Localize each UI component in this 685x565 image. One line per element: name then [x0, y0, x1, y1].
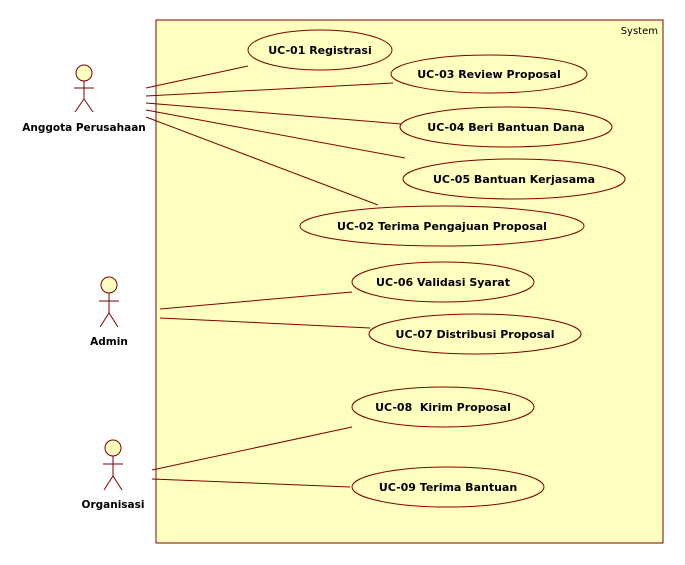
system-label: System [621, 26, 658, 37]
use-case-label: UC-08 Kirim Proposal [375, 401, 511, 414]
use-case-label: UC-06 Validasi Syarat [376, 276, 510, 289]
use-case-uc01[interactable]: UC-01 Registrasi [247, 29, 393, 71]
association-anggota-uc05 [145, 109, 406, 159]
actor-anggota-perusahaan[interactable] [74, 64, 94, 113]
use-case-label: UC-02 Terima Pengajuan Proposal [337, 220, 547, 233]
association-anggota-uc02 [145, 116, 379, 206]
association-anggota-uc03 [145, 82, 394, 97]
use-case-uc07[interactable]: UC-07 Distribusi Proposal [368, 313, 582, 355]
use-case-uc02[interactable]: UC-02 Terima Pengajuan Proposal [299, 205, 585, 247]
use-case-label: UC-05 Bantuan Kerjasama [433, 173, 595, 186]
use-case-label: UC-09 Terima Bantuan [379, 481, 517, 494]
actor-organisasi[interactable] [103, 439, 123, 491]
association-anggota-uc01 [145, 65, 249, 89]
actor-admin[interactable] [99, 276, 119, 328]
actor-label-admin: Admin [90, 336, 128, 348]
use-case-label: UC-07 Distribusi Proposal [396, 328, 555, 341]
actor-head-icon [104, 439, 122, 457]
use-case-uc06[interactable]: UC-06 Validasi Syarat [351, 261, 535, 303]
use-case-uc09[interactable]: UC-09 Terima Bantuan [351, 466, 545, 508]
actor-label-anggota-perusahaan: Anggota Perusahaan [22, 122, 146, 134]
use-case-uc03[interactable]: UC-03 Review Proposal [390, 54, 588, 94]
use-case-uc04[interactable]: UC-04 Beri Bantuan Dana [399, 106, 613, 148]
association-admin-uc06 [159, 291, 353, 310]
association-organisasi-uc08 [151, 426, 353, 471]
association-anggota-uc04 [145, 102, 402, 125]
actor-head-icon [75, 64, 93, 82]
actor-label-organisasi: Organisasi [82, 499, 145, 511]
use-case-label: UC-01 Registrasi [268, 44, 372, 57]
use-case-label: UC-04 Beri Bantuan Dana [427, 121, 584, 134]
use-case-label: UC-03 Review Proposal [417, 68, 561, 81]
association-organisasi-uc09 [151, 478, 351, 488]
actor-head-icon [100, 276, 118, 294]
association-admin-uc07 [159, 317, 371, 329]
associations [145, 65, 406, 488]
use-case-uc05[interactable]: UC-05 Bantuan Kerjasama [402, 158, 626, 200]
use-case-uc08[interactable]: UC-08 Kirim Proposal [351, 386, 535, 428]
